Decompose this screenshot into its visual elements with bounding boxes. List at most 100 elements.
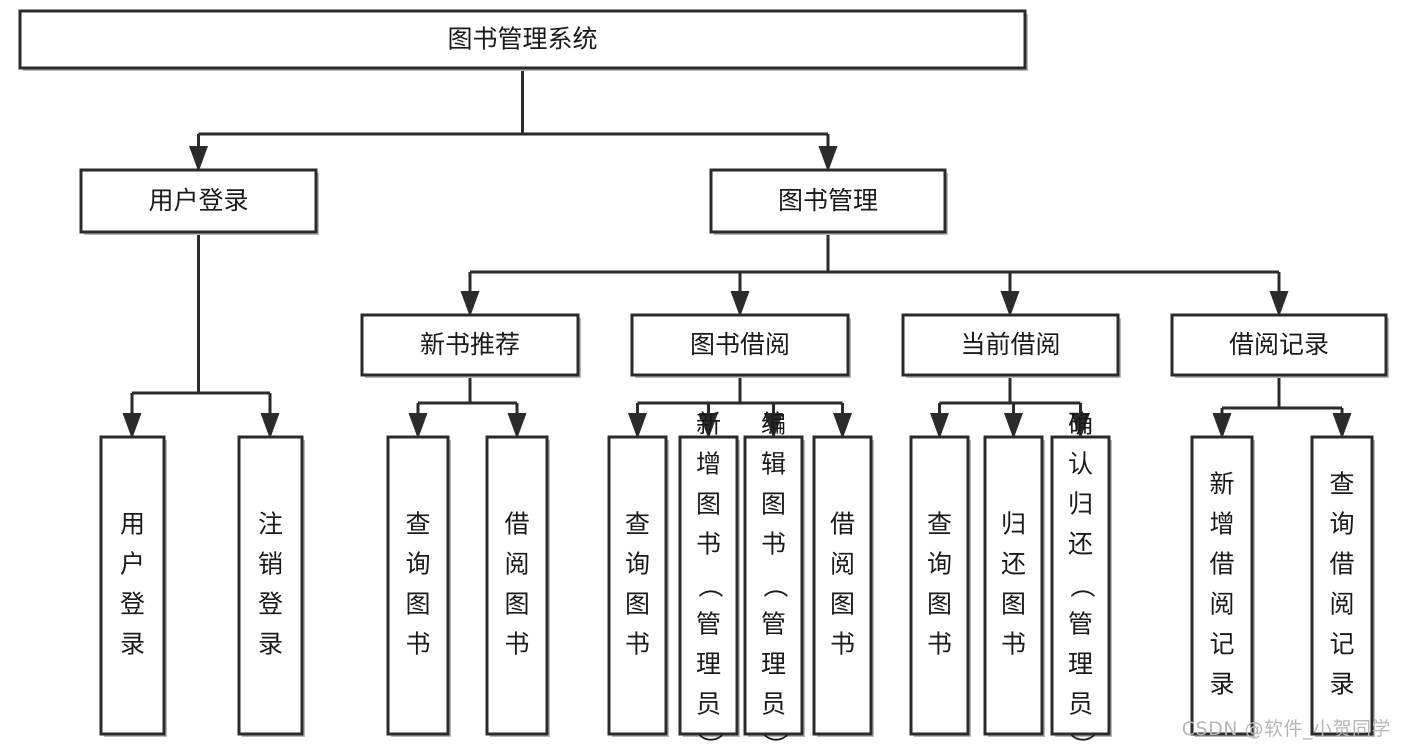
node-label-char: 户 — [120, 550, 145, 579]
node-label-char: 员 — [761, 690, 786, 719]
node-label-char: 图 — [625, 590, 650, 619]
node-label-char: 借 — [1329, 550, 1354, 579]
node-label-char: 辑 — [761, 450, 786, 479]
node-box-borrow-record[interactable] — [1170, 313, 1388, 377]
node-box-root[interactable] — [18, 9, 1027, 70]
node-label-char: 增 — [696, 450, 721, 479]
node-label-char: 图 — [830, 590, 855, 619]
arrow-head-to-leaf-cb-return-book — [1004, 413, 1023, 439]
node-box-leaf-cb-confirm-return[interactable] — [1050, 435, 1111, 736]
arrow-head-to-leaf-br-add-record — [1212, 413, 1232, 439]
arrow-head-to-leaf-br-query-record — [1332, 413, 1352, 439]
node-label-char: 登 — [258, 590, 283, 619]
node-box-leaf-bb-query-book[interactable] — [607, 435, 668, 736]
node-box-leaf-cb-query-book[interactable] — [909, 435, 970, 736]
edge-borrow-record-to-leaves — [1220, 375, 1344, 425]
node-label-char: 登 — [120, 590, 145, 619]
node-box-current-borrow[interactable] — [901, 313, 1120, 377]
node-label-char: 确 — [1068, 410, 1093, 439]
node-label-char: 管 — [696, 610, 721, 639]
node-label-char: 借 — [1209, 550, 1234, 579]
node-label-char: 销 — [258, 550, 283, 579]
node-box-leaf-bb-add-book[interactable] — [678, 435, 739, 736]
node-label-char: 用 — [120, 510, 145, 539]
node-box-leaf-user-logout[interactable] — [237, 435, 304, 736]
arrow-head-to-current-borrow — [1000, 291, 1020, 317]
node-box-leaf-bb-borrow-book[interactable] — [812, 435, 873, 736]
node-label-char: 询 — [1329, 510, 1354, 539]
arrow-head-to-leaf-bb-add-book — [699, 413, 718, 439]
node-box-user-login[interactable] — [79, 168, 318, 234]
arrow-head-to-leaf-bb-query-book — [628, 413, 647, 439]
node-leaf-user-login[interactable]: 用户登录 — [99, 435, 167, 737]
node-box-book-manage[interactable] — [709, 168, 947, 234]
node-label-char: 查 — [1329, 470, 1354, 499]
node-box-book-borrow[interactable] — [630, 313, 850, 377]
node-label-char: 理 — [696, 650, 721, 679]
node-book-borrow[interactable]: 图书借阅 — [630, 313, 851, 378]
node-current-borrow[interactable]: 当前借阅 — [901, 313, 1121, 378]
arrow-head-to-leaf-nbr-query-book — [408, 413, 428, 439]
node-label-char: 借 — [830, 510, 855, 539]
node-box-leaf-user-login[interactable] — [99, 435, 166, 736]
node-label-char: ） — [696, 733, 725, 747]
node-box-leaf-nbr-query-book[interactable] — [386, 435, 450, 736]
node-user-login[interactable]: 用户登录 — [79, 168, 319, 235]
node-box-new-book-recommend[interactable] — [360, 313, 580, 377]
node-label-char: 理 — [761, 650, 786, 679]
node-label-char: 录 — [1329, 670, 1354, 699]
node-box-leaf-nbr-borrow-book[interactable] — [485, 435, 549, 736]
node-box-leaf-bb-edit-book[interactable] — [743, 435, 804, 736]
node-label-char: 记 — [1209, 630, 1234, 659]
node-box-leaf-br-add-record[interactable] — [1190, 435, 1254, 736]
node-root[interactable]: 图书管理系统 — [18, 9, 1028, 71]
edge-root-to-level2-trunk — [197, 68, 830, 158]
node-label-char: 还 — [1068, 530, 1093, 559]
node-label-char: （ — [696, 573, 725, 598]
node-box-leaf-cb-return-book[interactable] — [983, 435, 1044, 736]
node-label-char: 书 — [405, 630, 430, 659]
node-label-char: 理 — [1068, 650, 1093, 679]
node-new-book-recommend[interactable]: 新书推荐 — [360, 313, 581, 378]
node-label-char: 书 — [696, 530, 721, 559]
node-borrow-record[interactable]: 借阅记录 — [1170, 313, 1389, 378]
node-label-char: 新 — [696, 410, 721, 439]
node-layer: 图书管理系统用户登录图书管理新书推荐图书借阅当前借阅借阅记录用户登录注销登录查询… — [18, 9, 1389, 747]
node-box-leaf-br-query-record[interactable] — [1310, 435, 1374, 736]
node-label-book-borrow: 图书借阅 — [690, 330, 790, 359]
arrow-head-to-leaf-user-login — [122, 413, 142, 439]
node-label-char: （ — [1068, 573, 1097, 598]
edge-book-manage-to-level3-trunk — [468, 232, 1281, 303]
node-label-root: 图书管理系统 — [447, 25, 597, 54]
node-label-char: 录 — [1209, 670, 1234, 699]
node-label-char: 书 — [761, 530, 786, 559]
arrow-head-to-leaf-nbr-borrow-book — [507, 413, 527, 439]
arrow-head-to-leaf-bb-borrow-book — [833, 413, 852, 439]
node-label-char: 借 — [504, 510, 529, 539]
node-label-char: 询 — [927, 550, 952, 579]
node-book-manage[interactable]: 图书管理 — [709, 168, 948, 235]
node-label-char: 增 — [1209, 510, 1234, 539]
edge-book-borrow-to-leaves — [636, 375, 844, 425]
arrow-head-to-leaf-bb-edit-book — [764, 413, 783, 439]
